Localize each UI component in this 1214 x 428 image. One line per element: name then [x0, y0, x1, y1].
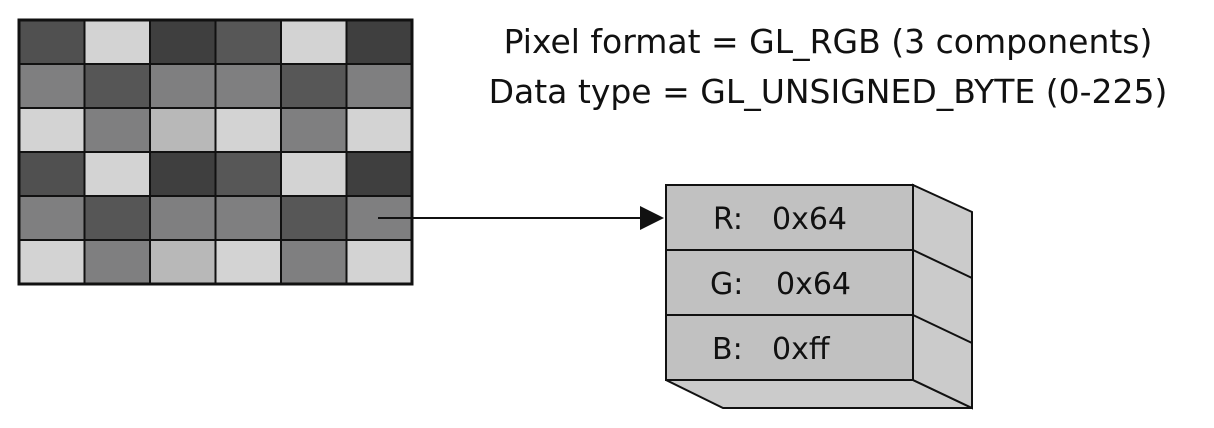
channel-r-value: 0x64 — [772, 202, 847, 237]
pixel-cell — [83, 151, 151, 197]
arrow-head — [640, 206, 664, 230]
pixel-cell — [149, 195, 217, 241]
pixel-cell — [83, 195, 151, 241]
channel-b-value: 0xff — [772, 332, 831, 367]
pixel-cell — [83, 239, 151, 285]
pixel-cell — [149, 63, 217, 109]
channel-cell-b — [665, 314, 914, 381]
pixel-cell — [345, 239, 413, 285]
pixel-cell — [18, 195, 86, 241]
channel-cell-g — [665, 249, 914, 316]
pixel-cell — [83, 19, 151, 65]
box-side-divider — [912, 314, 973, 344]
pixel-cell — [214, 19, 282, 65]
pointer-arrow — [378, 206, 664, 230]
pixel-cell — [280, 195, 348, 241]
pixel-cell — [214, 151, 282, 197]
channel-b-label: B: — [712, 332, 743, 367]
pixel-cell — [280, 107, 348, 153]
box-side-divider — [912, 249, 973, 279]
pixel-cell — [214, 107, 282, 153]
pixel-cell — [149, 19, 217, 65]
pixel-cell — [280, 19, 348, 65]
box-right-face — [912, 183, 973, 410]
pixel-grid-border — [17, 18, 414, 286]
pixel-cell — [214, 63, 282, 109]
pixel-cell — [18, 19, 86, 65]
pixel-format-caption: Pixel format = GL_RGB (3 components) — [504, 22, 1153, 61]
pixel-grid — [17, 18, 414, 286]
pixel-cell — [345, 107, 413, 153]
channel-cell-r — [665, 184, 914, 251]
channel-r-label: R: — [713, 202, 743, 237]
pixel-cell — [18, 151, 86, 197]
pixel-cell — [83, 63, 151, 109]
data-type-caption: Data type = GL_UNSIGNED_BYTE (0-225) — [489, 72, 1168, 111]
pixel-cell — [149, 107, 217, 153]
pixel-cell — [345, 151, 413, 197]
pixel-cell — [18, 107, 86, 153]
pixel-cell — [214, 239, 282, 285]
pixel-cell — [280, 239, 348, 285]
pixel-cell — [149, 239, 217, 285]
pixel-cell — [18, 63, 86, 109]
pixel-cell — [345, 63, 413, 109]
rgb-channel-box: R: 0x64 G: 0x64 B: 0xff — [665, 183, 973, 410]
pixel-cell — [214, 195, 282, 241]
pixel-cell — [345, 19, 413, 65]
pixel-cell — [18, 239, 86, 285]
pixel-cell — [149, 151, 217, 197]
channel-g-label: G: — [710, 267, 743, 302]
pixel-cell — [280, 63, 348, 109]
pixel-cell — [280, 151, 348, 197]
channel-g-value: 0x64 — [776, 267, 851, 302]
pixel-cell — [83, 107, 151, 153]
